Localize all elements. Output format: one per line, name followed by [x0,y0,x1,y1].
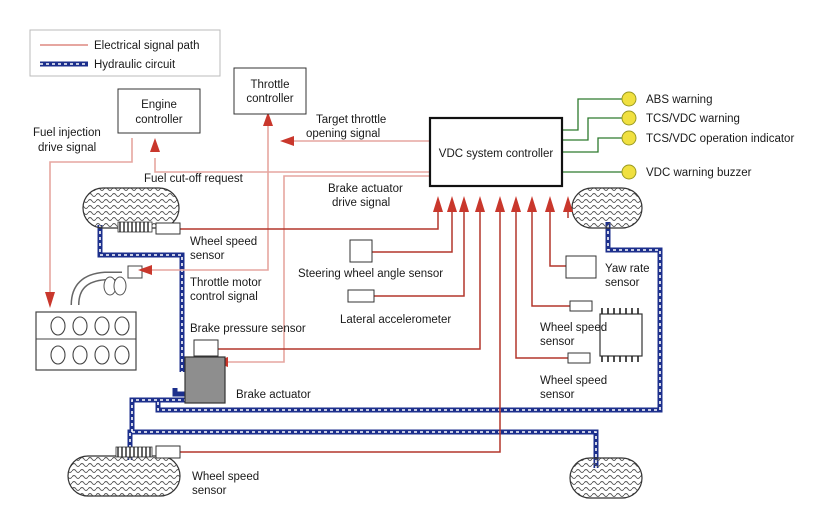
legend: Electrical signal path Hydraulic circuit [29,29,221,77]
differential-housing [599,308,643,362]
abs-warning-lamp-icon [621,91,637,107]
engine-controller-label-1: Engine [141,99,177,111]
legend-hydraulic-label: Hydraulic circuit [94,59,176,71]
throttle-motor-label-2: control signal [190,291,258,303]
steering-angle-label: Steering wheel angle sensor [298,268,443,280]
target-throttle-label-2: opening signal [306,128,380,140]
indicator-label: TCS/VDC warning [646,113,740,125]
electrical-signal-paths [49,118,430,363]
wheel-speed-fl-label-2: sensor [190,250,225,262]
engine-controller: Engine controller [117,88,201,134]
engine-controller-label-2: controller [135,114,182,126]
hydraulic-lines [97,222,663,468]
wheel-speed-rl-label-1: Wheel speed [192,471,259,483]
brake-pressure-sensor [193,339,219,357]
yaw-rate-label-2: sensor [605,277,640,289]
engine [35,265,143,371]
wheel-speed-fl-label-1: Wheel speed [190,236,257,248]
wheel-rear-left [67,455,181,497]
indicator-lines [562,98,622,173]
brake-actuator-label: Brake actuator [236,389,311,401]
wheel-speed-fr-label-2: sensor [540,336,575,348]
target-throttle-label-1: Target throttle [316,114,386,126]
wheel-speed-rr-label-1: Wheel speed [540,375,607,387]
wheel-speed-sensor-rr [567,352,591,364]
legend-electrical-label: Electrical signal path [94,40,199,52]
sensor-labels: Wheel speed sensor Steering wheel angle … [190,236,650,497]
throttle-controller: Throttle controller [233,67,307,115]
wheel-speed-sensor-fl [117,221,181,235]
vdc-controller-label: VDC system controller [439,148,554,160]
indicator-label: ABS warning [646,94,712,106]
yaw-rate-sensor [565,255,597,279]
wheel-rear-right [569,457,643,499]
indicator-label: VDC warning buzzer [646,167,752,179]
vdc-system-controller: VDC system controller [428,116,564,188]
signal-arrowheads [45,112,573,367]
tcs-vdc-warning-lamp-icon [621,110,637,126]
wheel-speed-rr-label-2: sensor [540,389,575,401]
fuel-injection-label-2: drive signal [38,142,96,154]
wheel-speed-sensor-fr [569,300,593,312]
hydraulic-circuit [97,222,663,468]
tcs-vdc-operation-lamp-icon [621,130,637,146]
lateral-accelerometer [347,289,375,303]
throttle-controller-label-1: Throttle [251,79,290,91]
steering-angle-sensor [349,239,373,263]
throttle-motor-label-1: Throttle motor [190,277,262,289]
brake-actuator-drive-label-2: drive signal [332,197,390,209]
brake-pressure-label: Brake pressure sensor [190,323,306,335]
yaw-rate-label-1: Yaw rate [605,263,650,275]
throttle-controller-label-2: controller [246,93,293,105]
wheel-speed-sensor-rl [115,445,181,459]
lateral-accel-label: Lateral accelerometer [340,314,451,326]
fuel-cutoff-label: Fuel cut-off request [144,173,244,185]
signal-labels: Fuel injection drive signal Target throt… [33,114,403,303]
fuel-injection-label-1: Fuel injection [33,127,101,139]
throttle-actuator [127,265,143,279]
legend-box [29,29,221,77]
indicator-label: TCS/VDC operation indicator [646,133,794,145]
indicator-lamps: ABS warning TCS/VDC warning TCS/VDC oper… [621,91,794,180]
brake-actuator: Brake actuator [184,356,311,404]
wheel-speed-rl-label-2: sensor [192,485,227,497]
sensor-signal-lines [180,208,570,453]
wheel-speed-fr-label-1: Wheel speed [540,322,607,334]
brake-actuator-drive-label-1: Brake actuator [328,183,403,195]
sensor-components [115,221,643,459]
vdc-buzzer-icon [621,164,637,180]
wheel-front-right [571,187,643,229]
